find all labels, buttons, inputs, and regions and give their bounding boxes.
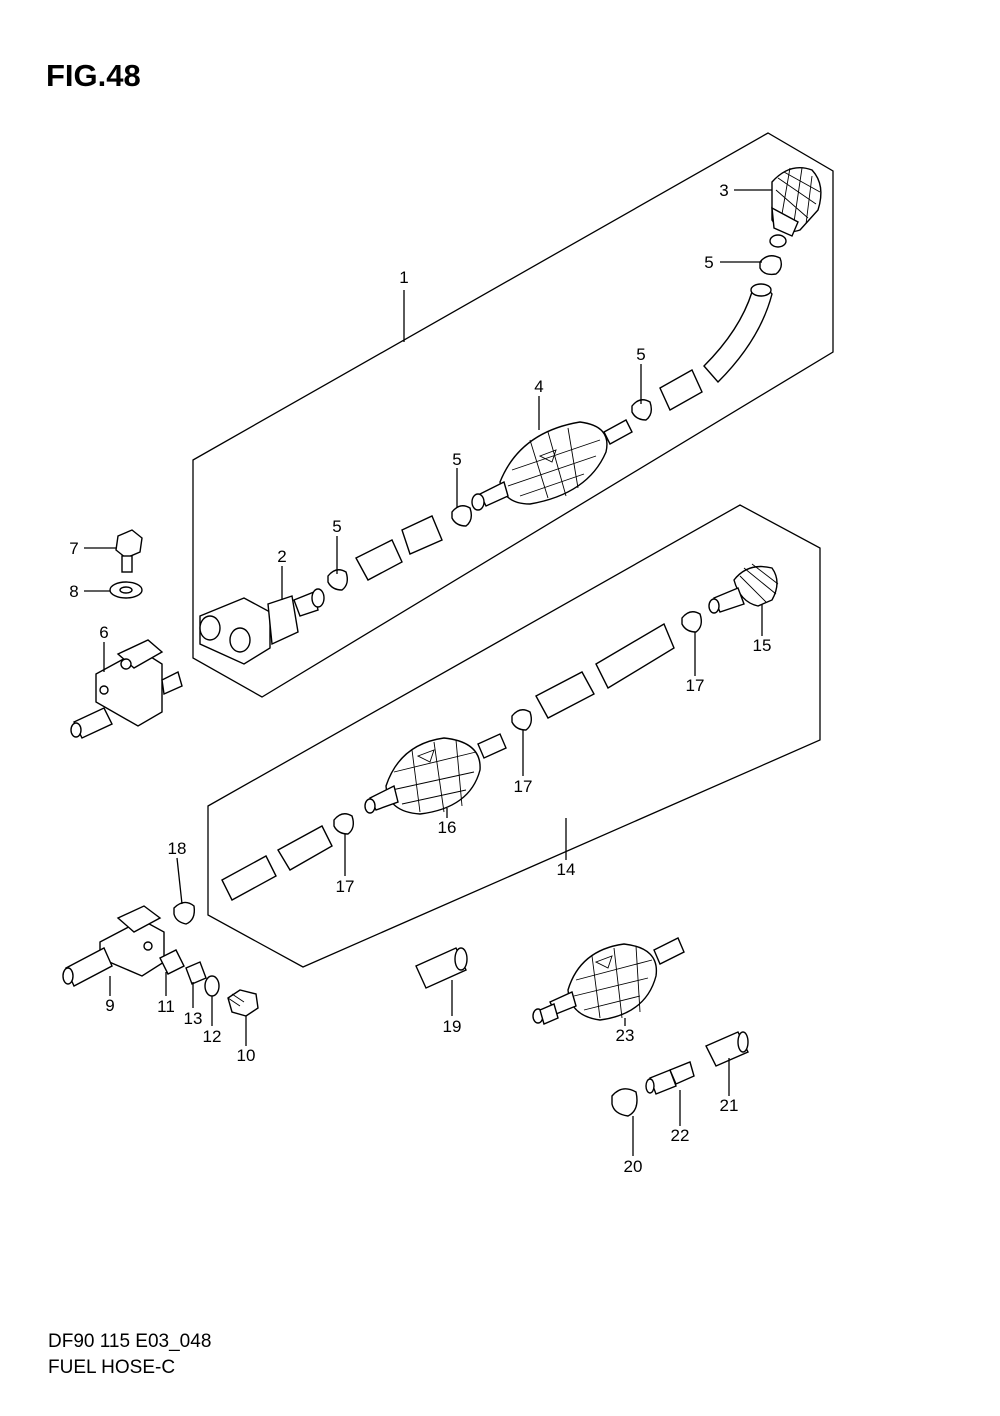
callout-11: 11 [157,997,175,1016]
callout-8: 8 [69,582,78,601]
part-15-connector [708,563,779,614]
part-16-primer-bulb [364,733,507,815]
callout-13: 13 [184,1009,203,1028]
callout-21: 21 [720,1096,739,1115]
callout-10: 10 [237,1046,256,1065]
part-8-washer [109,581,143,599]
callout-23: 23 [616,1026,635,1045]
fuel-hose-lower-b [221,855,277,901]
part-17-clip-c [333,813,355,835]
callout-17-a: 17 [686,676,705,695]
model-code: DF90 115 E03_048 [48,1331,212,1352]
part-22-hose-joint [645,1061,695,1095]
callout-19: 19 [443,1017,462,1036]
fuel-hose-curved [703,287,773,384]
part-3-tank-connector [769,167,822,248]
callout-5-a: 5 [704,253,713,272]
callout-3: 3 [719,181,728,200]
callout-1: 1 [399,268,408,287]
part-5-clip-left [327,569,349,591]
part-10-bolt [227,989,259,1017]
callout-17-b: 17 [514,777,533,796]
callout-14: 14 [557,860,576,879]
callout-9: 9 [105,996,114,1015]
leader-lines [84,189,772,1156]
figure-title: FIG.48 [46,58,141,93]
fuel-hose-short-top [659,369,703,411]
callout-16: 16 [438,818,457,837]
callout-20: 20 [624,1157,643,1176]
part-11-collar [159,949,185,975]
callout-17-c: 17 [336,877,355,896]
callout-18: 18 [168,839,187,858]
callout-5-c: 5 [452,450,461,469]
callout-4: 4 [534,377,543,396]
part-12-washer [204,975,220,997]
callout-5-b: 5 [636,345,645,364]
part-20-hose-clip [611,1088,638,1117]
part-17-clip-a [681,611,703,633]
fuel-hose-mid [535,671,595,719]
part-19-hose [415,947,467,989]
part-17-clip-b [511,709,533,731]
callout-5-d: 5 [332,517,341,536]
part-13-sleeve [185,961,207,985]
part-9-fuel-joint [62,905,165,987]
callout-2: 2 [277,547,286,566]
part-5-clip-mid [451,505,473,527]
callout-15: 15 [753,636,772,655]
fuel-hose-lower-a [277,825,333,871]
callout-7: 7 [69,539,78,558]
part-7-bolt [115,529,143,573]
assembly-14-frame [207,504,821,968]
callout-6: 6 [99,623,108,642]
section-name: FUEL HOSE-C [48,1357,176,1378]
fuel-hose-segment-b [355,539,403,581]
callout-numbers: 1 2 3 4 5 5 5 5 6 7 8 9 10 11 12 13 14 1… [69,181,771,1176]
callout-12: 12 [203,1027,222,1046]
fuel-hose-long [595,622,675,689]
part-6-fuel-joint [70,639,183,739]
part-18-hose-clip [173,901,196,925]
callout-22: 22 [671,1126,690,1145]
assembly-1-frame [192,132,834,698]
part-23-primer-bulb [532,937,685,1025]
part-2-engine-connector [199,588,325,665]
part-5-clip-top [759,255,783,276]
part-4-primer-bulb [471,419,633,511]
fuel-hose-segment-a [401,515,443,555]
